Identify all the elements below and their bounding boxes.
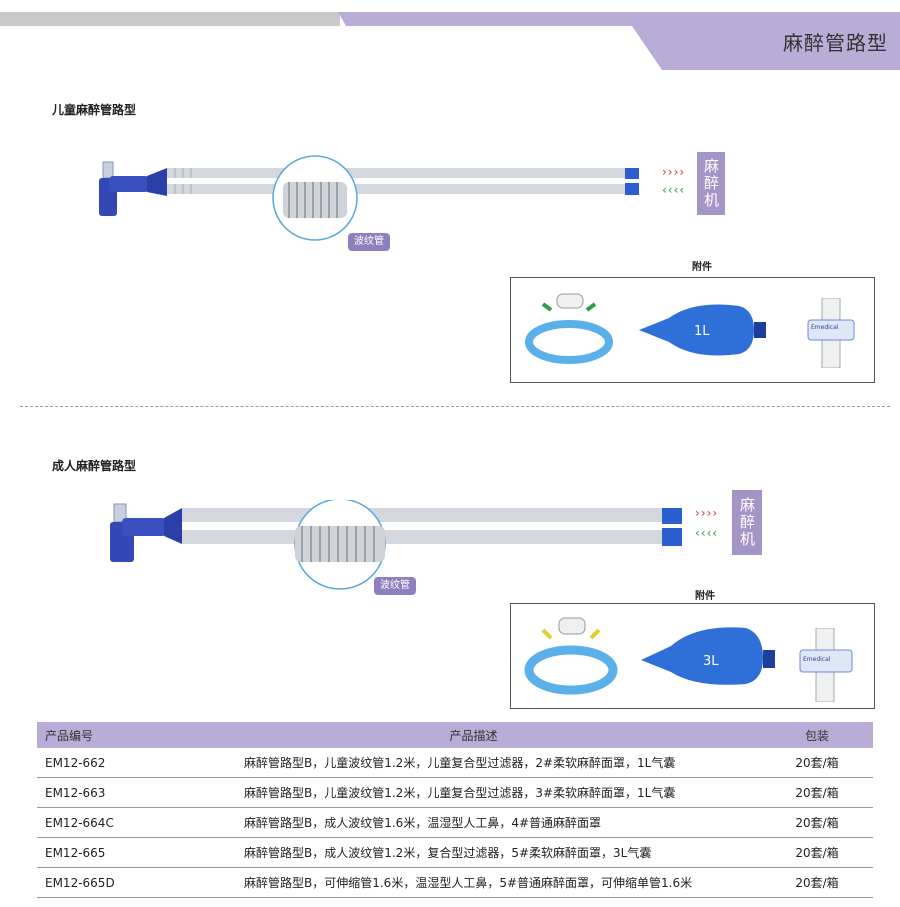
breathing-bag-1l: [639, 304, 766, 356]
anesthesia-machine-label: 麻醉机: [697, 152, 725, 215]
table-row: EM12-665 麻醉管路型B，成人波纹管1.2米，复合型过滤器，5#柔软麻醉面…: [37, 837, 873, 868]
outflow-arrows-icon: ››››: [695, 506, 719, 520]
section-divider: [20, 406, 890, 407]
mask-icon: [525, 293, 613, 364]
header-band: [0, 12, 900, 70]
product-code: EM12-663: [37, 777, 186, 808]
column-header-code: 产品编号: [37, 722, 186, 748]
product-code: EM12-664C: [37, 807, 186, 838]
mask-icon: [524, 617, 618, 695]
accessories-title: 附件: [695, 591, 715, 602]
product-code: EM12-665D: [37, 867, 186, 898]
product-description: 麻醉管路型B，可伸缩管1.6米，温湿型人工鼻，5#普通麻醉面罩，可伸缩单管1.6…: [186, 867, 761, 898]
bag-volume-label: 3L: [703, 654, 719, 669]
inflow-arrows-icon: ‹‹‹‹: [695, 526, 719, 540]
adult-accessories-box: 3L Emedical: [510, 603, 875, 709]
page-title: 麻醉管路型: [783, 31, 888, 55]
product-code: EM12-662: [37, 748, 186, 778]
filter-brand: Emedical: [811, 324, 839, 331]
table-row: EM12-663 麻醉管路型B，儿童波纹管1.2米，儿童复合型过滤器，3#柔软麻…: [37, 777, 873, 808]
table-row: EM12-665D 麻醉管路型B，可伸缩管1.6米，温湿型人工鼻，5#普通麻醉面…: [37, 867, 873, 898]
outflow-arrows-icon: ››››: [662, 165, 686, 179]
product-packaging: 20套/箱: [761, 807, 873, 838]
anesthesia-machine-label: 麻醉机: [732, 490, 762, 555]
pediatric-section-title: 儿童麻醉管路型: [52, 103, 137, 117]
table-header-row: 产品编号 产品描述 包装: [37, 722, 873, 748]
bag-volume-label: 1L: [694, 324, 710, 339]
product-table: 产品编号 产品描述 包装 EM12-662 麻醉管路型B，儿童波纹管1.2米，儿…: [37, 722, 873, 898]
column-header-description: 产品描述: [186, 722, 761, 748]
filter-icon: [807, 298, 855, 368]
product-packaging: 20套/箱: [761, 748, 873, 778]
accessories-title: 附件: [692, 262, 712, 273]
pediatric-tube-extension: [425, 168, 639, 195]
column-header-packaging: 包装: [761, 722, 873, 748]
product-code: EM12-665: [37, 837, 186, 868]
pediatric-accessories-box: 1L Emedical: [510, 277, 875, 383]
breathing-bag-3l: [641, 627, 775, 685]
product-description: 麻醉管路型B，成人波纹管1.6米，温湿型人工鼻，4#普通麻醉面罩: [186, 807, 761, 838]
corrugated-tube-label: 波纹管: [374, 577, 416, 595]
product-packaging: 20套/箱: [761, 777, 873, 808]
adult-circuit-illustration: [110, 500, 430, 590]
filter-brand: Emedical: [803, 656, 831, 663]
product-description: 麻醉管路型B，儿童波纹管1.2米，儿童复合型过滤器，3#柔软麻醉面罩，1L气囊: [186, 777, 761, 808]
product-description: 麻醉管路型B，成人波纹管1.2米，复合型过滤器，5#柔软麻醉面罩，3L气囊: [186, 837, 761, 868]
product-packaging: 20套/箱: [761, 867, 873, 898]
inflow-arrows-icon: ‹‹‹‹: [662, 183, 686, 197]
table-row: EM12-664C 麻醉管路型B，成人波纹管1.6米，温湿型人工鼻，4#普通麻醉…: [37, 807, 873, 838]
product-description: 麻醉管路型B，儿童波纹管1.2米，儿童复合型过滤器，2#柔软麻醉面罩，1L气囊: [186, 748, 761, 778]
table-row: EM12-662 麻醉管路型B，儿童波纹管1.2米，儿童复合型过滤器，2#柔软麻…: [37, 748, 873, 778]
corrugated-tube-label: 波纹管: [348, 233, 390, 251]
product-packaging: 20套/箱: [761, 837, 873, 868]
adult-tube-extension: [430, 508, 682, 546]
adult-section-title: 成人麻醉管路型: [52, 459, 137, 473]
pediatric-circuit-illustration: [99, 155, 425, 241]
filter-icon: [799, 628, 853, 702]
